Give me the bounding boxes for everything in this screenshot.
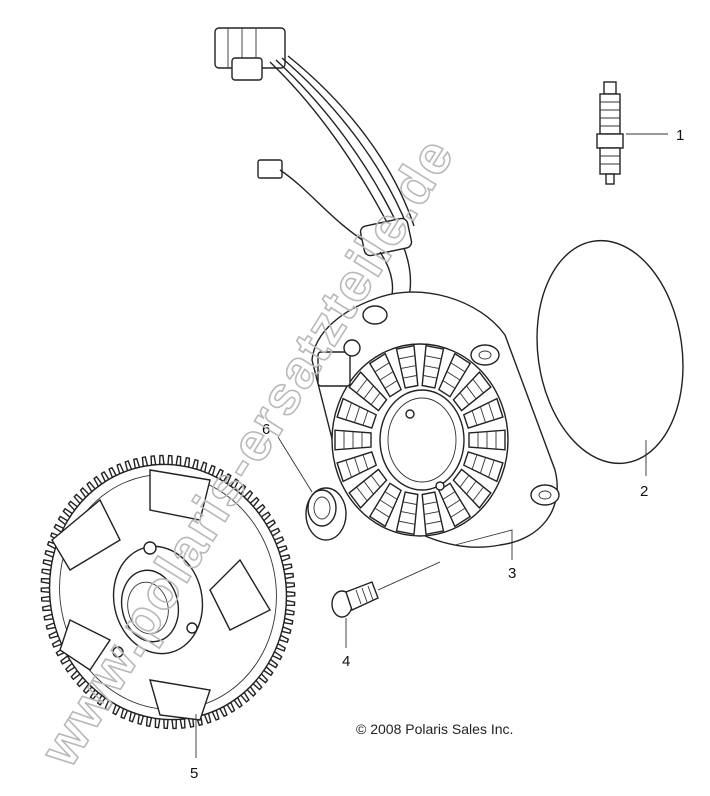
stator-winding-line xyxy=(465,385,477,400)
stator-winding-line xyxy=(370,475,381,488)
stator-winding-line xyxy=(472,378,485,394)
flywheel-tooth xyxy=(179,718,186,729)
stator-winding-line xyxy=(471,454,478,470)
flywheel-tooth xyxy=(284,608,295,616)
stator[interactable] xyxy=(214,27,560,548)
stator-winding-line xyxy=(423,365,440,370)
stator-pole xyxy=(462,397,504,429)
stator-winding-line xyxy=(423,375,437,379)
stator-winding-line xyxy=(449,362,466,373)
stator-winding-line xyxy=(374,507,391,518)
stator-pole xyxy=(336,397,378,429)
stator-winding-line xyxy=(471,410,478,426)
callout-1: 1 xyxy=(676,127,684,144)
stator-winding-line xyxy=(400,510,417,515)
bolt[interactable] xyxy=(331,581,379,618)
stator-pole xyxy=(368,352,402,398)
stator-winding-line xyxy=(465,480,477,495)
callout-4: 4 xyxy=(342,653,350,670)
callout-6: 6 xyxy=(262,421,270,438)
flywheel-tooth xyxy=(175,455,182,467)
stator-pole xyxy=(368,482,402,528)
stator-winding-line xyxy=(446,499,461,509)
stator-winding-line xyxy=(363,385,375,400)
stator-winding-line xyxy=(459,392,470,405)
stator-winding-line xyxy=(423,510,440,515)
stator-winding-line xyxy=(384,491,398,500)
stator-winding-line xyxy=(423,501,437,505)
flywheel-tooth xyxy=(167,454,173,466)
stator-winding-line xyxy=(345,401,353,421)
flywheel-tooth xyxy=(285,590,296,598)
flywheel-tooth xyxy=(150,455,157,466)
stator-winding-line xyxy=(446,371,461,381)
flywheel-tooth xyxy=(40,577,51,585)
stator-pole xyxy=(462,451,504,483)
stator-pole xyxy=(336,451,378,483)
stator-winding-line xyxy=(403,501,417,505)
stator-winding-line xyxy=(353,406,361,424)
stator-winding-line xyxy=(363,480,375,495)
stator-winding-line xyxy=(370,392,381,405)
stator-pole xyxy=(348,371,388,412)
stator-winding-line xyxy=(424,355,443,360)
stator-winding-line xyxy=(379,371,394,381)
callout-5: 5 xyxy=(190,765,198,782)
stator-winding-line xyxy=(472,486,485,502)
stator-winding-line xyxy=(362,454,369,470)
flywheel-tooth xyxy=(40,586,51,594)
stator-winding-line xyxy=(397,355,416,360)
stator-winding-line xyxy=(459,475,470,488)
flywheel-tooth xyxy=(154,717,161,729)
stator-winding-line xyxy=(479,406,487,424)
flywheel-tooth xyxy=(141,456,149,468)
stator-pole xyxy=(452,468,492,509)
flywheel-tooth xyxy=(285,599,296,607)
callout-2: 2 xyxy=(640,483,648,500)
stator-winding-line xyxy=(345,459,353,479)
flywheel-tooth xyxy=(41,568,52,576)
stator-pole xyxy=(438,352,472,398)
stator-winding-line xyxy=(400,365,417,370)
stator-winding-line xyxy=(449,507,466,518)
flywheel-tooth xyxy=(158,454,165,466)
flywheel-tooth xyxy=(285,582,296,589)
stator-winding-line xyxy=(442,491,456,500)
stator-pole xyxy=(452,371,492,412)
stator-winding-line xyxy=(487,459,495,479)
flywheel[interactable] xyxy=(26,442,310,741)
stator-winding-line xyxy=(384,380,398,389)
stator-winding-line xyxy=(379,499,394,509)
stator-winding-line xyxy=(355,486,368,502)
stator-winding-line xyxy=(353,456,361,474)
leader-lines xyxy=(195,133,668,758)
stator-winding-line xyxy=(397,520,416,525)
flywheel-tooth xyxy=(40,595,51,602)
stator-winding-line xyxy=(362,410,369,426)
callout-3: 3 xyxy=(508,565,516,582)
seal[interactable] xyxy=(305,487,347,541)
copyright-text: © 2008 Polaris Sales Inc. xyxy=(356,721,513,737)
stator-winding-line xyxy=(355,378,368,394)
spark-plug[interactable] xyxy=(596,81,624,185)
flywheel-tooth xyxy=(163,718,169,730)
stator-winding-line xyxy=(487,401,495,421)
stator-winding-line xyxy=(479,456,487,474)
flywheel-tooth xyxy=(171,718,178,730)
stator-winding-line xyxy=(442,380,456,389)
stator-winding-line xyxy=(403,375,417,379)
stator-winding-line xyxy=(374,362,391,373)
stator-winding-line xyxy=(424,520,443,525)
stator-pole xyxy=(348,468,388,509)
gasket[interactable] xyxy=(523,231,697,473)
